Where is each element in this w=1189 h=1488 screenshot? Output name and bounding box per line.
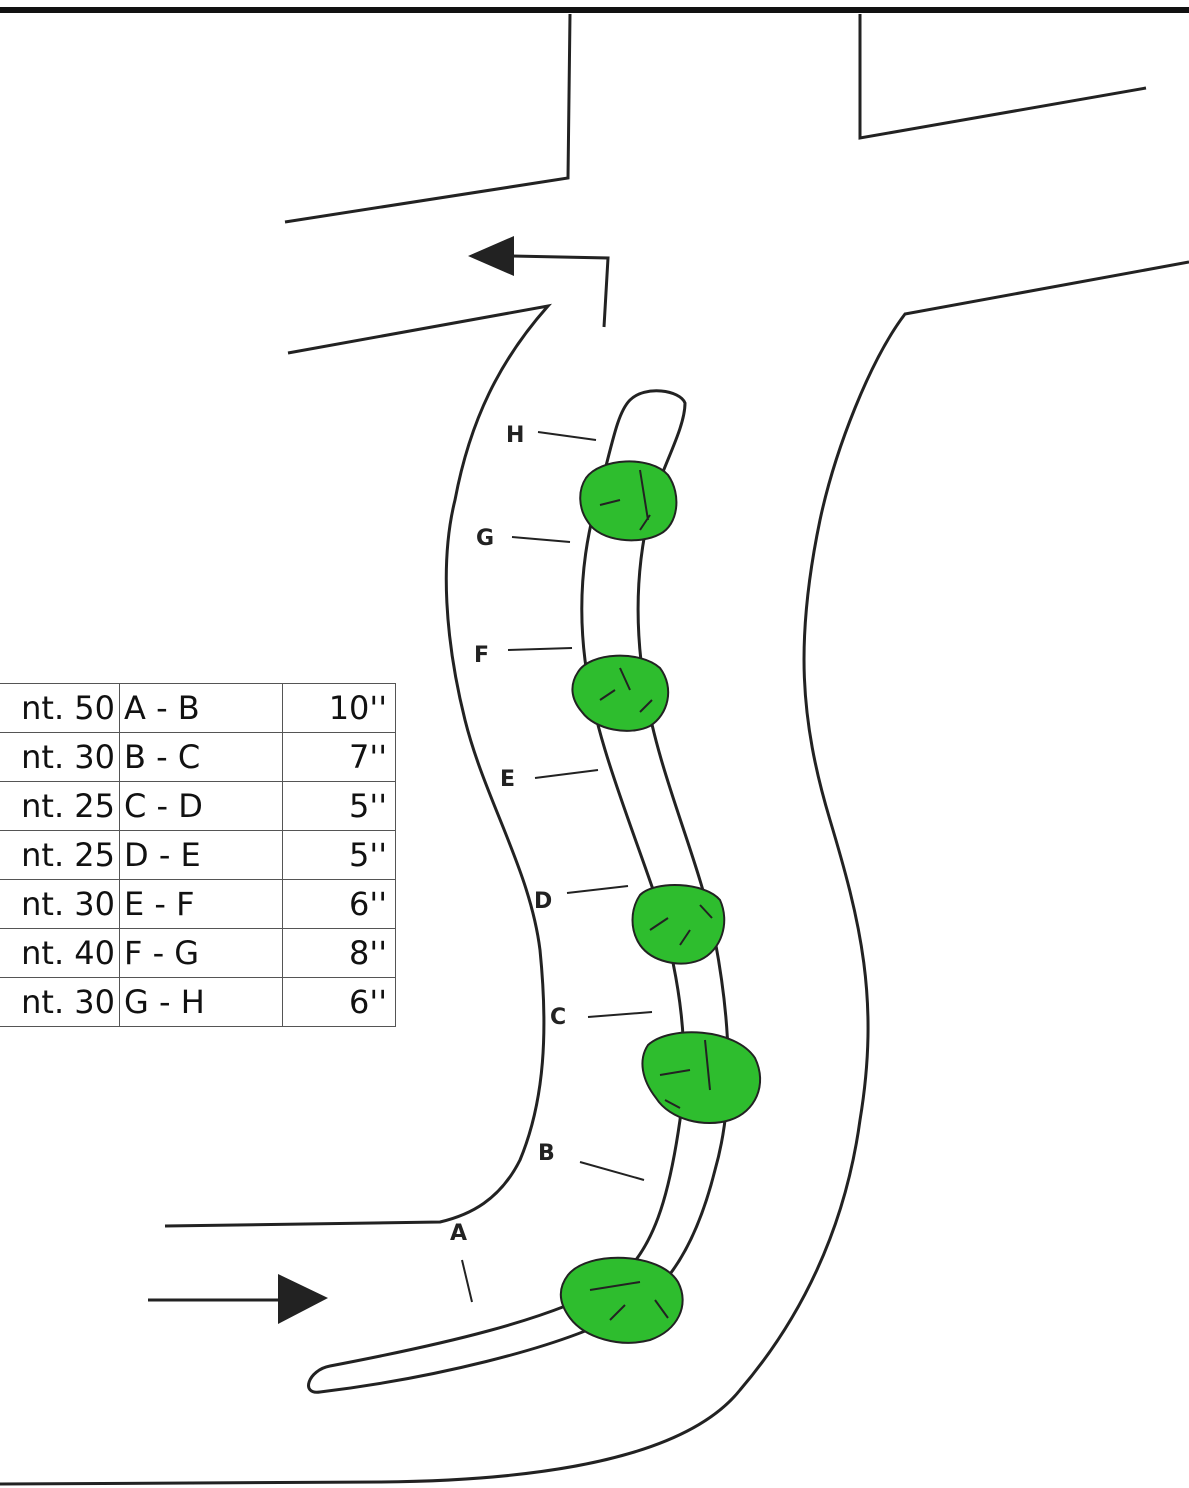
- leader-line-c: [587, 1011, 653, 1018]
- table-row: nt. 30 G - H 6'': [0, 977, 396, 1027]
- spacing-cell: 6'': [282, 879, 396, 929]
- tree-icon: [559, 1256, 684, 1344]
- point-label-h: H: [506, 423, 524, 448]
- qty-cell: nt. 30: [0, 879, 120, 929]
- trees: [559, 460, 762, 1344]
- table-row: nt. 30 E - F 6'': [0, 879, 396, 929]
- spacing-cell: 5'': [282, 830, 396, 880]
- table-row: nt. 25 C - D 5'': [0, 781, 396, 831]
- leader-line-a: [461, 1259, 473, 1303]
- qty-cell: nt. 40: [0, 928, 120, 978]
- spacing-cell: 7'': [282, 732, 396, 782]
- leader-lines: [461, 431, 653, 1303]
- qty-cell: nt. 30: [0, 732, 120, 782]
- spacing-cell: 8'': [282, 928, 396, 978]
- qty-cell: nt. 30: [0, 977, 120, 1027]
- table-row: nt. 50 A - B 10'': [0, 683, 396, 733]
- qty-cell: nt. 25: [0, 781, 120, 831]
- arrow-right-icon: [278, 1274, 328, 1324]
- building-outline-left: [284, 13, 572, 224]
- tree-icon: [641, 1031, 762, 1124]
- point-label-c: C: [550, 1005, 566, 1030]
- point-label-g: G: [476, 526, 494, 551]
- segment-cell: E - F: [119, 879, 283, 929]
- leader-line-e: [534, 769, 599, 779]
- table-row: nt. 30 B - C 7'': [0, 732, 396, 782]
- road-edge-right: [0, 260, 1189, 1486]
- spacing-cell: 6'': [282, 977, 396, 1027]
- point-label-b: B: [538, 1141, 555, 1166]
- leader-line-g: [511, 536, 571, 543]
- building-outline-right: [858, 14, 1147, 140]
- qty-cell: nt. 25: [0, 830, 120, 880]
- segment-cell: D - E: [119, 830, 283, 880]
- segment-cell: A - B: [119, 683, 283, 733]
- road-edge-left: [164, 303, 553, 1228]
- spacing-table: nt. 50 A - B 10'' nt. 30 B - C 7'' nt. 2…: [0, 683, 396, 1027]
- segment-cell: G - H: [119, 977, 283, 1027]
- arrow-turn-left-icon: [468, 236, 514, 276]
- spacing-cell: 10'': [282, 683, 396, 733]
- spacing-table-body: nt. 50 A - B 10'' nt. 30 B - C 7'' nt. 2…: [0, 683, 396, 1027]
- leader-line-h: [537, 431, 597, 441]
- point-label-d: D: [534, 889, 552, 914]
- point-labels: A B C D E F G H: [450, 423, 566, 1246]
- segment-cell: C - D: [119, 781, 283, 831]
- tree-icon: [571, 654, 670, 732]
- leader-line-b: [579, 1161, 645, 1181]
- tree-icon: [631, 884, 726, 965]
- leader-line-f: [507, 647, 573, 651]
- segment-cell: F - G: [119, 928, 283, 978]
- table-row: nt. 25 D - E 5'': [0, 830, 396, 880]
- tree-icon: [579, 460, 678, 542]
- exit-arrow-line: [511, 254, 610, 328]
- table-row: nt. 40 F - G 8'': [0, 928, 396, 978]
- point-label-f: F: [474, 643, 489, 668]
- segment-cell: B - C: [119, 732, 283, 782]
- spacing-cell: 5'': [282, 781, 396, 831]
- qty-cell: nt. 50: [0, 683, 120, 733]
- point-label-e: E: [500, 767, 515, 792]
- leader-line-d: [566, 885, 629, 894]
- point-label-a: A: [450, 1221, 467, 1246]
